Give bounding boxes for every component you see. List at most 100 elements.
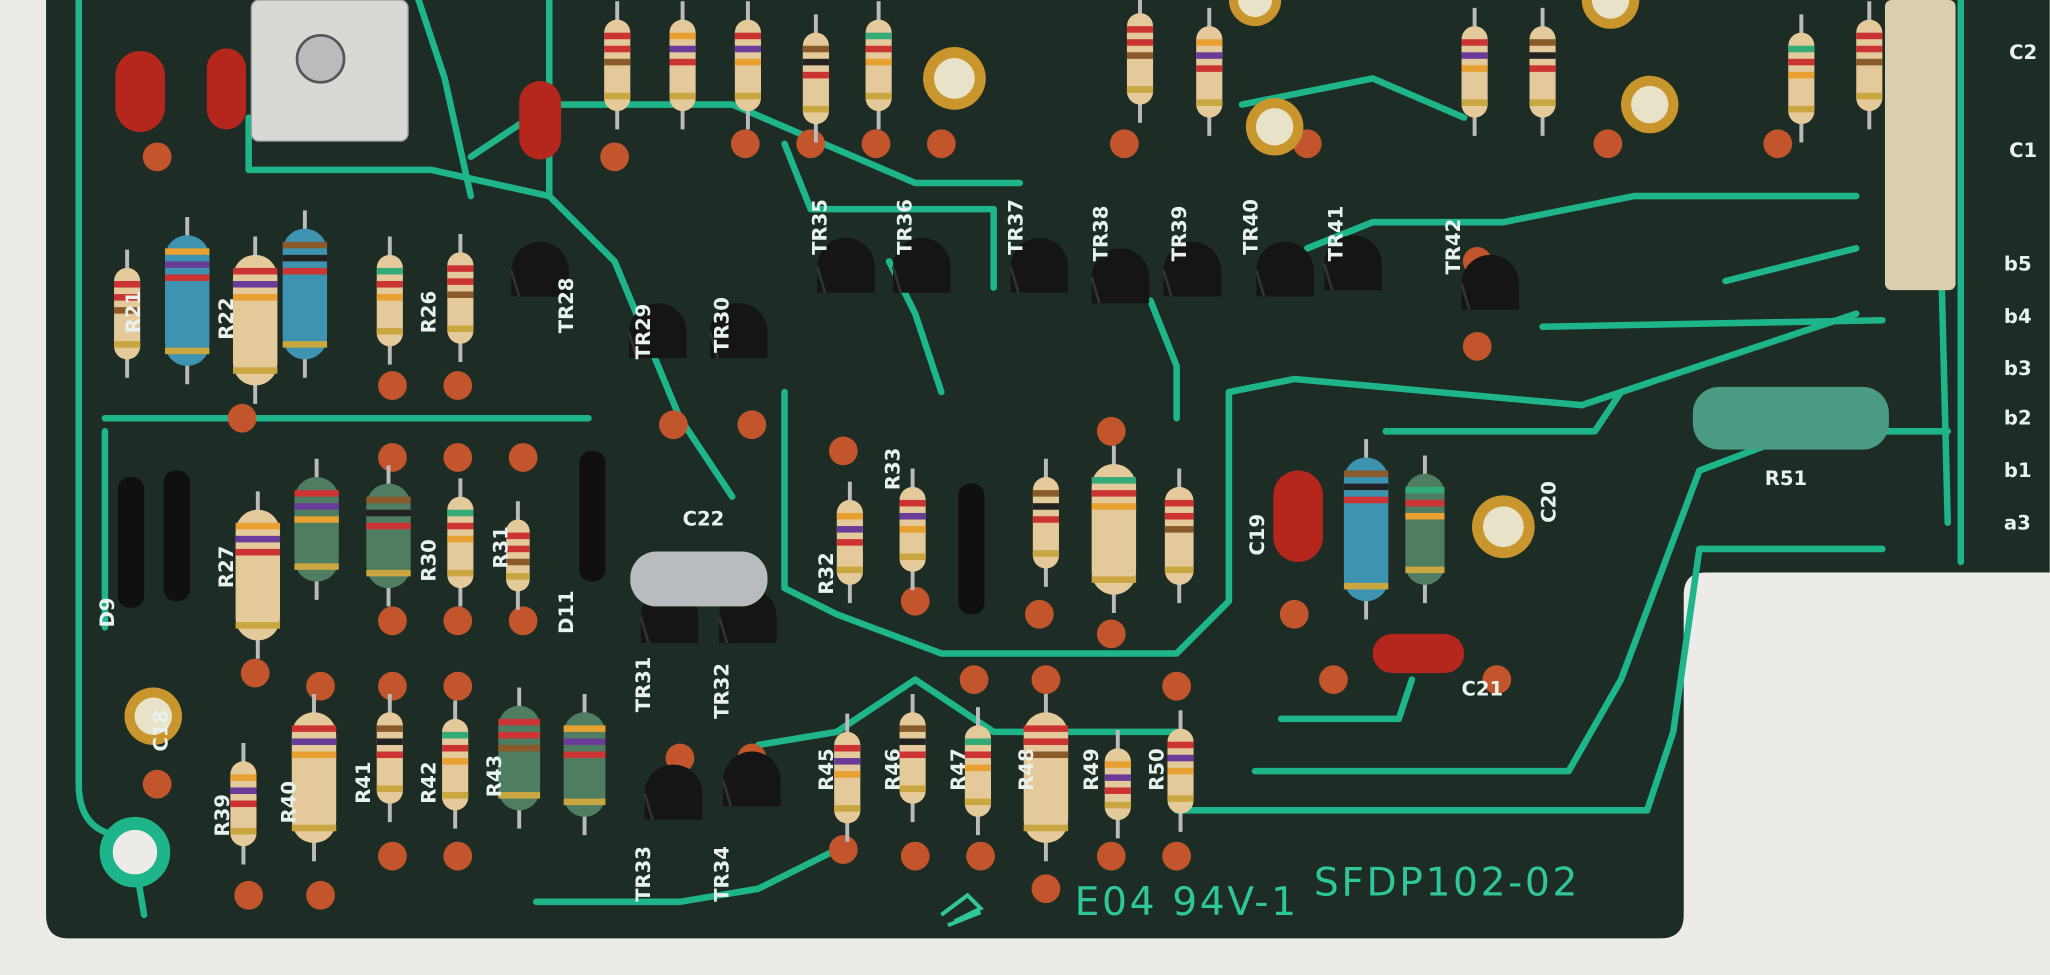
mounting-hole <box>99 816 171 888</box>
color-band <box>114 307 141 314</box>
film-capacitor <box>519 81 562 160</box>
color-band <box>734 58 761 66</box>
resistor <box>232 236 278 404</box>
capacitor-top <box>1631 85 1669 124</box>
color-band <box>1343 496 1389 504</box>
copper-trace <box>1147 297 1180 422</box>
resistor <box>604 1 631 130</box>
transistor <box>510 241 569 298</box>
transistor-body <box>1324 235 1382 291</box>
label-a3: a3 <box>2004 511 2031 534</box>
film-capacitor <box>1372 633 1465 674</box>
resistor <box>1461 7 1488 136</box>
tolerance-band <box>1167 795 1194 802</box>
solder-pad <box>1763 129 1793 159</box>
resistor-body <box>1126 13 1154 105</box>
color-band <box>1405 486 1445 494</box>
copper-trace <box>1238 75 1468 121</box>
label-r31: R31 <box>489 526 512 568</box>
tolerance-band <box>1343 582 1389 590</box>
resistor <box>291 694 337 862</box>
color-band <box>1126 26 1154 33</box>
electrolytic-capacitor <box>1228 0 1282 27</box>
solder-pad <box>443 371 473 400</box>
color-band <box>964 738 992 745</box>
color-band <box>1788 45 1815 53</box>
transistor-highlight <box>815 266 827 294</box>
color-band <box>498 744 541 752</box>
label-r33: R33 <box>882 448 905 490</box>
electrolytic-capacitor <box>1620 75 1679 134</box>
solder-pad <box>796 129 826 159</box>
color-band <box>964 751 992 759</box>
diode <box>117 477 145 608</box>
color-band <box>1164 499 1194 507</box>
color-band <box>447 278 474 285</box>
color-band <box>1196 52 1223 59</box>
color-band <box>1856 45 1883 53</box>
solder-pad <box>861 129 891 159</box>
resistor <box>1126 0 1154 123</box>
solder-pad <box>443 443 473 472</box>
color-band <box>1529 52 1556 59</box>
solder-pad <box>1462 331 1492 361</box>
transistor-highlight <box>1162 270 1173 298</box>
color-band <box>834 744 861 752</box>
copper-trace <box>1382 388 1625 435</box>
resistor <box>114 249 141 378</box>
copper-trace <box>1539 316 1886 331</box>
copper-trace <box>1578 310 1860 409</box>
label-tr36: TR36 <box>893 199 916 255</box>
color-band <box>1343 483 1389 491</box>
tolerance-band <box>734 92 761 100</box>
color-band <box>734 45 761 53</box>
diode <box>163 470 190 602</box>
color-band <box>1091 490 1137 497</box>
color-band <box>1032 516 1059 523</box>
capacitor-top <box>1482 506 1524 548</box>
resistor <box>1164 468 1194 604</box>
color-band <box>282 267 328 275</box>
color-band <box>442 758 469 765</box>
tolerance-band <box>230 827 257 835</box>
resistor <box>1104 729 1131 839</box>
transistor <box>1323 235 1382 291</box>
color-band <box>376 725 403 732</box>
resistor <box>1167 710 1194 832</box>
color-band <box>1405 512 1445 520</box>
label-c18: C18 <box>150 710 173 752</box>
resistor-body <box>1788 32 1815 125</box>
solder-pad <box>1096 841 1126 871</box>
resistor <box>865 1 892 130</box>
copper-trace <box>1304 192 1860 252</box>
transistor-highlight <box>1009 266 1020 294</box>
solder-pad <box>1096 416 1126 446</box>
label-r46: R46 <box>882 748 905 790</box>
color-band <box>1023 725 1069 732</box>
resistor <box>376 236 403 365</box>
label-b4: b4 <box>2004 305 2032 328</box>
transistor <box>1460 254 1520 311</box>
color-band <box>282 241 328 249</box>
color-band <box>366 509 411 517</box>
capacitor-top <box>1255 108 1294 146</box>
electrolytic-capacitor <box>923 47 986 110</box>
transistor-body <box>1163 241 1222 297</box>
film-capacitor <box>115 50 166 133</box>
tolerance-band <box>366 569 411 577</box>
color-band <box>1126 39 1154 46</box>
color-band <box>376 267 403 275</box>
color-band <box>376 280 403 288</box>
solder-pad <box>234 880 264 910</box>
components <box>114 0 1889 865</box>
label-c22: C22 <box>683 507 725 530</box>
color-band <box>447 291 474 298</box>
label-b3: b3 <box>2004 357 2032 380</box>
label-c19: C19 <box>1246 514 1269 556</box>
color-band <box>899 738 926 745</box>
solder-pad <box>926 129 956 159</box>
transistor-highlight <box>708 331 720 359</box>
label-r49: R49 <box>1080 748 1103 790</box>
tolerance-band <box>165 347 210 355</box>
electrolytic-capacitor <box>1581 0 1640 29</box>
